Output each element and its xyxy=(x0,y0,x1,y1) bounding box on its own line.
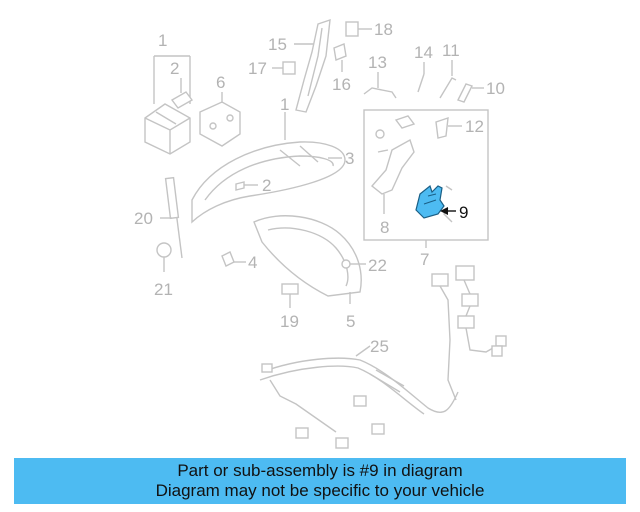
part-11-rod xyxy=(439,60,457,99)
part-19-clip xyxy=(281,283,299,308)
callout-10: 10 xyxy=(486,79,505,98)
callout-20: 20 xyxy=(134,209,153,228)
callout-19: 19 xyxy=(280,312,299,331)
callout-18: 18 xyxy=(374,20,393,39)
callout-7: 7 xyxy=(420,250,429,269)
callout-16: 16 xyxy=(332,75,351,94)
part-2-bumper xyxy=(235,181,258,191)
callout-24: 2 xyxy=(170,59,179,78)
part-13-rod xyxy=(363,72,397,99)
part-23-latch xyxy=(144,55,191,155)
callout-6: 6 xyxy=(216,73,225,92)
part-4-clip xyxy=(221,251,246,267)
callout-12: 12 xyxy=(465,117,484,136)
part-14-rod xyxy=(417,62,425,93)
callout-9[interactable]: 9 xyxy=(459,203,468,222)
callout-21: 21 xyxy=(154,280,173,299)
banner-line-1: Part or sub-assembly is #9 in diagram xyxy=(177,461,463,480)
part-24-pin xyxy=(170,78,194,109)
parts-diagram: 1 2 6 15 17 18 16 13 14 11 10 1 3 12 2 2… xyxy=(134,18,507,449)
part-1-hood xyxy=(191,112,346,224)
callout-13: 13 xyxy=(368,53,387,72)
part-7-latch-assembly-box xyxy=(363,109,489,248)
callout-25: 25 xyxy=(370,337,389,356)
callout-2: 2 xyxy=(262,176,271,195)
part-16-clip xyxy=(333,43,347,72)
part-5-liner xyxy=(253,215,362,304)
callout-11: 11 xyxy=(442,41,460,60)
part-9-highlighted[interactable] xyxy=(415,184,456,219)
info-banner: Part or sub-assembly is #9 in diagram Di… xyxy=(14,458,626,504)
callout-15: 15 xyxy=(268,35,287,54)
callout-23: 1 xyxy=(158,31,167,50)
part-25-harness xyxy=(259,345,459,449)
callout-22: 22 xyxy=(368,256,387,275)
callout-5: 5 xyxy=(346,312,355,331)
callout-14: 14 xyxy=(414,43,433,62)
part-21-pivot xyxy=(156,242,172,272)
connector-cluster xyxy=(431,265,507,401)
part-18-clip xyxy=(345,21,372,37)
callout-one: 1 xyxy=(280,95,289,114)
callout-3: 3 xyxy=(345,149,354,168)
banner-line-2: Diagram may not be specific to your vehi… xyxy=(155,481,485,500)
callout-4: 4 xyxy=(248,253,257,272)
part-22-clip xyxy=(341,259,366,269)
part-15-hinge xyxy=(294,18,331,113)
part-17-clip xyxy=(272,61,296,75)
callout-8: 8 xyxy=(380,218,389,237)
part-6-bracket xyxy=(199,92,241,147)
part-20-strut xyxy=(160,176,183,259)
part-10-clip xyxy=(457,83,484,103)
callout-17: 17 xyxy=(248,59,267,78)
